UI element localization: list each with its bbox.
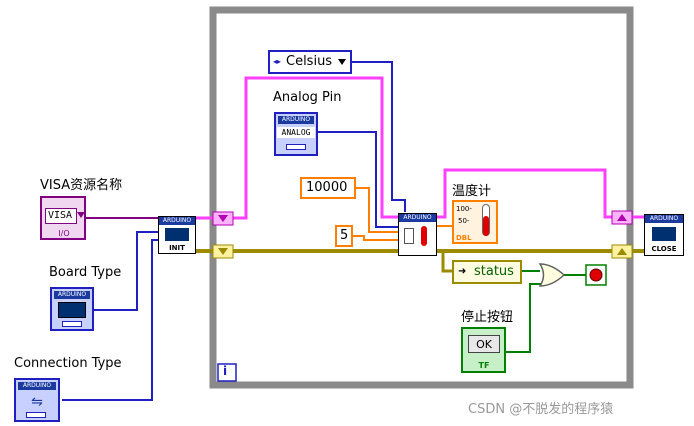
while-loop-frame[interactable] (209, 6, 634, 389)
thermometer-indicator: 100- 50- DBL (452, 200, 498, 244)
arrow-icon: ➜ (458, 266, 467, 277)
therm-mercury (483, 216, 489, 236)
arduino-board-icon (58, 302, 86, 318)
celsius-value: Celsius (286, 54, 333, 69)
close-label: CLOSE (651, 245, 677, 253)
thermistor-read-vi[interactable]: ARDUINO (398, 213, 437, 256)
stop-button-control[interactable]: OK TF (461, 327, 506, 373)
arduino-close-vi[interactable]: ARDUINO CLOSE (644, 214, 684, 256)
iteration-terminal[interactable] (217, 363, 237, 382)
analog-pin-label: Analog Pin (273, 90, 342, 105)
usb-icon: ⇋ (31, 394, 43, 410)
thermometer-label: 温度计 (452, 184, 492, 199)
ok-button[interactable]: OK (468, 335, 500, 353)
visa-label: VISA资源名称 (40, 178, 123, 193)
analog-pin-wire[interactable] (318, 131, 398, 228)
arduino-banner: ARDUINO (159, 217, 195, 225)
visa-resource-control[interactable]: VISA I/O (40, 196, 86, 240)
analog-tag: ANALOG (277, 127, 315, 138)
celsius-wire[interactable] (351, 61, 406, 212)
const-10000-wire[interactable] (356, 187, 398, 233)
dbl-tag: DBL (456, 234, 472, 242)
status-label: status (474, 264, 514, 279)
constant-5[interactable]: 5 (335, 225, 353, 247)
connection-type-wire[interactable] (62, 239, 158, 401)
unbundle-status[interactable]: ➜ status (452, 260, 522, 284)
arduino-wire-right[interactable] (437, 168, 614, 219)
watermark: CSDN @不脱发的程序猿 (468, 402, 614, 417)
arduino-banner: ARDUINO (278, 116, 314, 124)
dropdown-icon (338, 59, 346, 65)
board-type-wire[interactable] (94, 231, 158, 311)
increment-icon: ◂▸ (273, 57, 282, 66)
visa-tag: VISA (45, 208, 77, 224)
enum-indicator-icon (62, 321, 82, 327)
stop-icon (589, 268, 603, 282)
constant-10000[interactable]: 10000 (300, 177, 356, 199)
resistor-icon (404, 228, 414, 244)
enum-indicator-icon (286, 144, 306, 150)
arduino-banner: ARDUINO (399, 214, 436, 222)
arduino-wire-top[interactable] (233, 76, 398, 220)
tf-tag: TF (478, 361, 490, 370)
const-5-wire[interactable] (353, 235, 398, 241)
init-label: INIT (169, 244, 185, 252)
analog-pin-control[interactable]: ARDUINO ANALOG (274, 112, 318, 156)
therm-scale-100: 100- (456, 205, 472, 213)
arduino-banner: ARDUINO (645, 215, 683, 223)
therm-scale-50: 50- (458, 217, 470, 225)
dropdown-icon (77, 212, 85, 218)
board-type-control[interactable]: ARDUINO (50, 287, 94, 331)
thermometer-icon (421, 226, 427, 246)
arduino-banner: ARDUINO (18, 382, 56, 390)
arduino-board-icon (165, 228, 189, 241)
iteration-label: i (223, 364, 228, 378)
visa-io: I/O (58, 229, 70, 238)
enum-indicator-icon (26, 412, 46, 418)
or-function[interactable] (538, 263, 566, 287)
connection-type-label: Connection Type (14, 356, 122, 371)
arduino-init-vi[interactable]: ARDUINO INIT (158, 216, 196, 254)
stop-button-label: 停止按钮 (461, 310, 514, 325)
board-type-label: Board Type (49, 265, 122, 280)
arduino-board-icon (652, 227, 676, 241)
arduino-banner: ARDUINO (54, 291, 90, 299)
error-to-status[interactable] (441, 251, 452, 273)
connection-type-control[interactable]: ARDUINO ⇋ (14, 378, 60, 422)
celsius-enum-constant[interactable]: ◂▸ Celsius (268, 50, 352, 74)
